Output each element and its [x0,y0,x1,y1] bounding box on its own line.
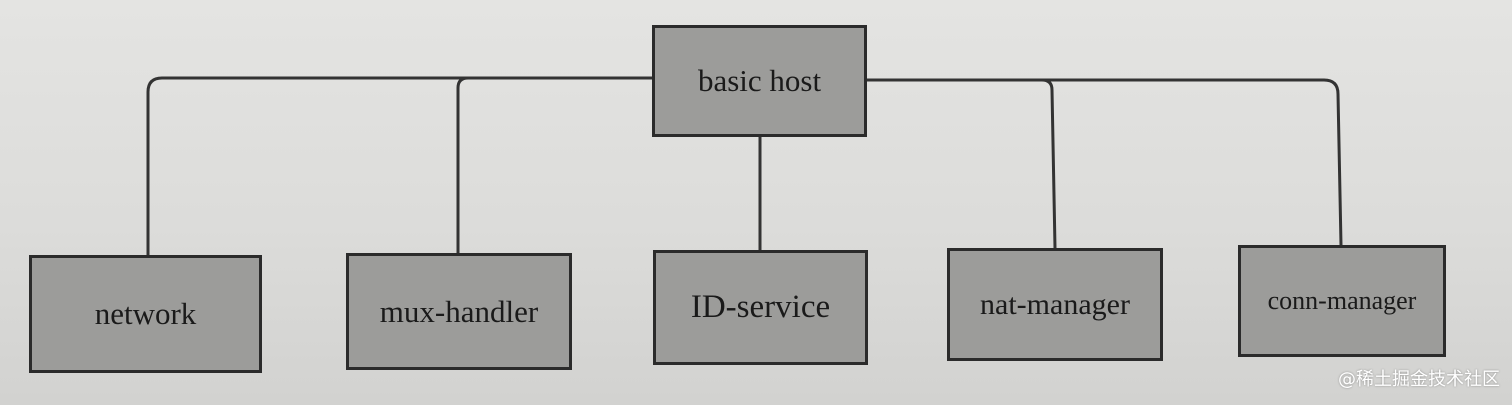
watermark: @稀土掘金技术社区 [1338,369,1500,390]
node-basic-host-label: basic host [697,63,822,98]
connector-root-network [146,76,652,255]
node-id-service-label: ID-service [690,289,831,325]
connector-root-mux-handler [456,76,652,253]
node-conn-manager-label: conn-manager [1267,286,1417,315]
node-nat-manager: nat-manager [947,248,1163,361]
node-id-service: ID-service [653,250,868,365]
node-network: network [29,255,262,373]
node-mux-handler-label: mux-handler [379,293,539,329]
node-conn-manager: conn-manager [1238,245,1446,357]
connector-root-nat-manager [867,78,1057,249]
node-nat-manager-label: nat-manager [980,287,1130,321]
node-mux-handler: mux-handler [346,253,572,370]
node-basic-host: basic host [652,25,867,137]
node-network-label: network [94,296,197,331]
connector-root-conn-manager [867,78,1343,246]
